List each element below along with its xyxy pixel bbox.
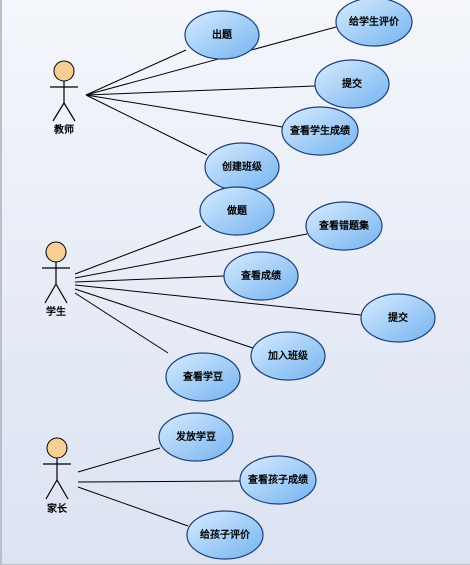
association-line: [77, 480, 241, 483]
association-line: [74, 292, 169, 354]
association-line: [74, 275, 225, 283]
actor-label: 学生: [46, 305, 66, 318]
svg-text:出题: 出题: [212, 28, 233, 41]
use-case-view-grades[interactable]: 查看成绩: [223, 251, 299, 301]
actor-head: [53, 60, 75, 82]
svg-text:给学生评价: 给学生评价: [349, 15, 400, 28]
use-case-give-beans[interactable]: 发放学豆: [158, 412, 234, 462]
use-case-evaluate-child[interactable]: 给孩子评价: [186, 510, 264, 560]
use-case-evaluate-student[interactable]: 给学生评价: [335, 0, 413, 47]
svg-text:提交: 提交: [342, 77, 362, 90]
association-line: [74, 225, 202, 275]
svg-text:发放学豆: 发放学豆: [175, 430, 216, 443]
association-line: [77, 447, 161, 473]
association-line: [74, 284, 362, 316]
use-case-create-class[interactable]: 创建班级: [204, 142, 280, 192]
use-case-teacher-submit[interactable]: 提交: [314, 59, 390, 109]
actor-head: [46, 437, 68, 459]
use-case-join-class[interactable]: 加入班级: [250, 331, 326, 381]
use-case-create-question[interactable]: 出题: [184, 10, 260, 60]
actor-teacher: 教师: [50, 60, 78, 136]
svg-text:查看成绩: 查看成绩: [240, 269, 281, 282]
svg-text:加入班级: 加入班级: [267, 349, 309, 362]
svg-text:查看错题集: 查看错题集: [318, 219, 370, 232]
use-case-view-wrong-questions[interactable]: 查看错题集: [305, 201, 383, 251]
actor-parent: 家长: [43, 437, 71, 515]
svg-text:提交: 提交: [388, 311, 408, 324]
association-line: [85, 49, 187, 96]
association-line: [74, 233, 308, 279]
svg-text:给孩子评价: 给孩子评价: [200, 528, 251, 541]
association-line: [85, 26, 337, 96]
actor-label: 教师: [53, 123, 74, 136]
svg-text:查看学生成绩: 查看学生成绩: [289, 124, 350, 137]
svg-text:创建班级: 创建班级: [221, 160, 263, 173]
svg-text:查看学豆: 查看学豆: [182, 370, 223, 383]
association-line: [74, 288, 254, 349]
use-case-do-questions[interactable]: 做题: [199, 186, 275, 236]
association-line: [85, 85, 316, 96]
actor-label: 家长: [47, 502, 68, 515]
use-case-view-child-grades[interactable]: 查看孩子成绩: [239, 455, 317, 505]
use-case-view-student-grades[interactable]: 查看学生成绩: [281, 106, 359, 156]
actor-head: [45, 241, 67, 263]
actor-student: 学生: [42, 241, 70, 318]
use-case-student-submit[interactable]: 提交: [360, 293, 436, 343]
svg-text:查看孩子成绩: 查看孩子成绩: [247, 473, 308, 486]
association-line: [77, 486, 189, 527]
association-line: [85, 94, 284, 128]
association-line: [85, 94, 208, 156]
svg-text:做题: 做题: [226, 204, 248, 217]
use-case-view-beans[interactable]: 查看学豆: [165, 352, 241, 402]
